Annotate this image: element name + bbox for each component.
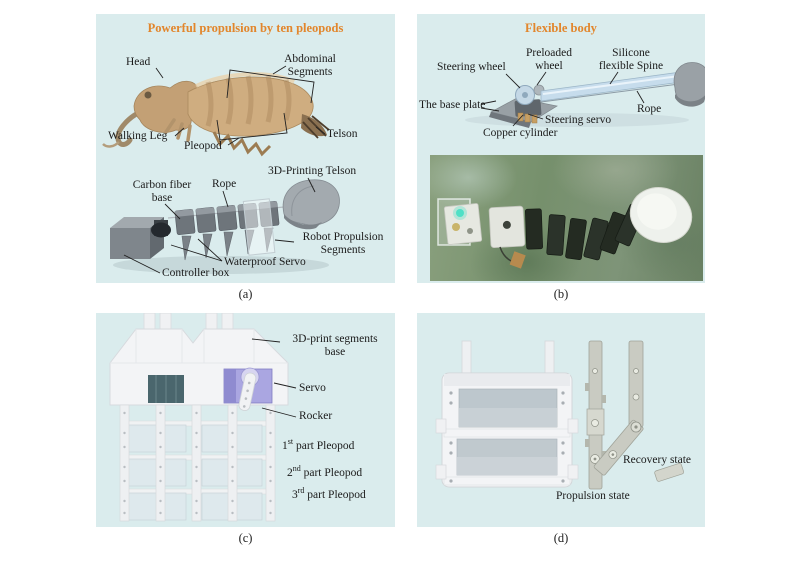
label-3d-printing-telson: 3D-Printing Telson	[268, 165, 357, 177]
label-rope-b: Rope	[637, 103, 662, 115]
label-pleopod-part-2: 2nd part Pleopod	[287, 464, 363, 479]
label-preloaded-wheel: Preloaded wheel	[526, 47, 572, 72]
panel-a-illustration	[102, 65, 340, 274]
label-robot-propulsion-segments: Robot Propulsion Segments	[302, 231, 384, 256]
panel-b-title: Flexible body	[525, 21, 597, 35]
pleopod-legs	[119, 404, 276, 522]
caption-a: (a)	[238, 287, 253, 301]
label-rope-a: Rope	[212, 178, 237, 190]
panel-c: 3D-print segments base Servo Rocker 1st …	[96, 313, 395, 527]
label-pleopod: Pleopod	[184, 140, 222, 152]
panel-b: Flexible body Steering wheel Preloaded w…	[417, 14, 705, 283]
side-view-linkages-drawing	[585, 340, 684, 490]
underwater-robot-photo	[430, 155, 703, 281]
label-servo: Servo	[299, 382, 326, 394]
pleopod-mechanism-drawing	[109, 313, 289, 522]
label-controller-box: Controller box	[162, 267, 230, 279]
panel-c-illustration	[109, 313, 297, 522]
caption-d: (d)	[553, 531, 569, 545]
panel-c-pointer-lines	[251, 338, 297, 418]
label-silicone-flexible-spine: Silicone flexible Spine	[598, 47, 664, 72]
steering-assembly-drawing	[465, 62, 705, 128]
label-abdominal-segments: Abdominal Segments	[284, 53, 336, 78]
label-telson: Telson	[327, 128, 358, 140]
caption-b: (b)	[553, 287, 569, 301]
label-head: Head	[126, 56, 151, 68]
label-waterproof-servo: Waterproof Servo	[224, 256, 306, 268]
label-pleopod-part-3: 3rd part Pleopod	[292, 486, 366, 501]
panel-d: Recovery state Propulsion state	[417, 313, 705, 527]
label-rocker: Rocker	[299, 410, 333, 422]
label-3d-print-segments-base: 3D-print segments base	[292, 333, 378, 358]
label-propulsion-state: Propulsion state	[556, 490, 630, 502]
label-pleopod-part-1: 1st part Pleopod	[282, 437, 355, 452]
panel-a: Powerful propulsion by ten pleopods Head…	[96, 14, 395, 283]
panel-b-pointer-lines	[480, 71, 645, 127]
panel-b-illustration	[465, 62, 705, 128]
panel-a-pointer-lines	[123, 65, 326, 274]
label-copper-cylinder: Copper cylinder	[483, 127, 558, 139]
propulsion-state-drawing	[435, 340, 579, 488]
label-steering-servo: Steering servo	[545, 114, 612, 126]
caption-c: (c)	[238, 531, 253, 545]
label-the-base-plate: The base plate	[419, 99, 486, 111]
label-steering-wheel: Steering wheel	[437, 61, 506, 73]
photo-robot-drawing	[437, 187, 693, 269]
panel-a-title: Powerful propulsion by ten pleopods	[147, 21, 344, 35]
robot-render-drawing	[110, 179, 340, 274]
label-carbon-fiber-base: Carbon fiber base	[132, 179, 192, 204]
label-recovery-state: Recovery state	[623, 454, 692, 466]
label-walking-leg: Walking Leg	[108, 130, 168, 142]
panel-d-illustration	[435, 340, 684, 490]
